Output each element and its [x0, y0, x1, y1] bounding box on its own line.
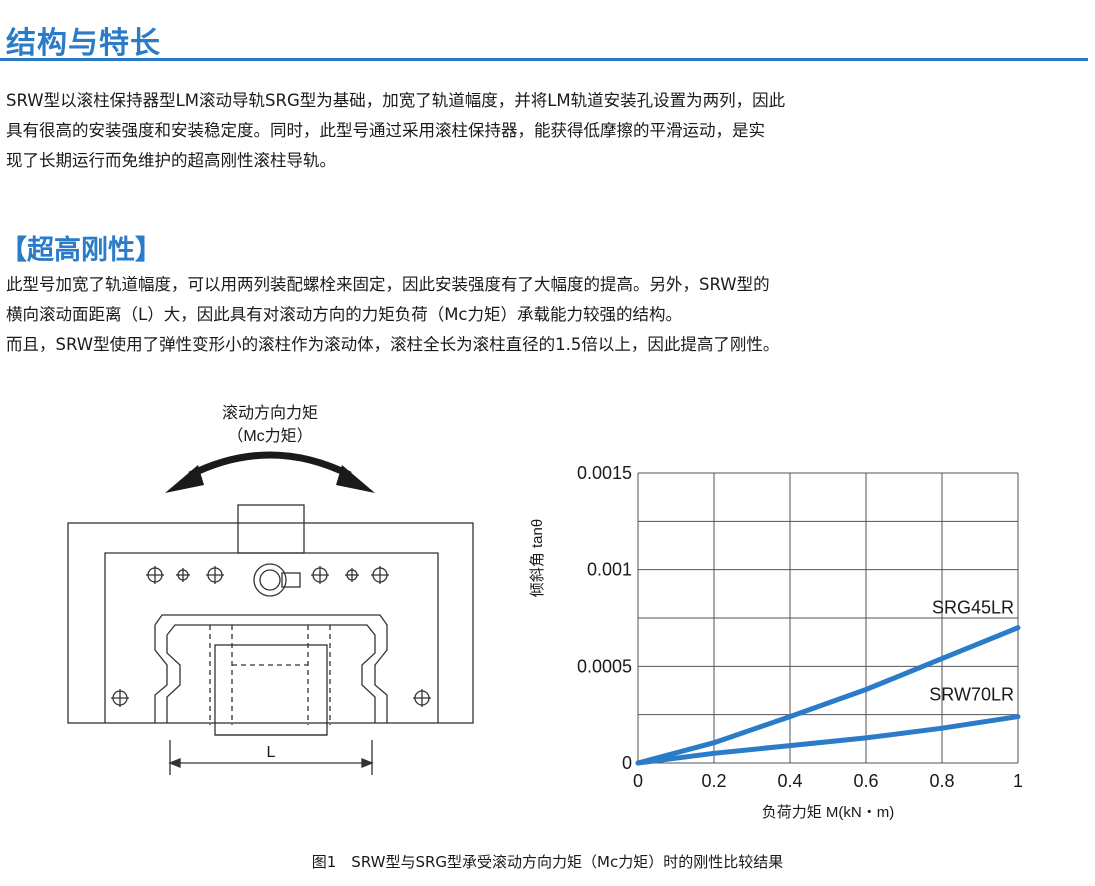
section-title: 结构与特长	[6, 26, 161, 61]
chart-grid	[637, 472, 1019, 764]
x-axis-label: 负荷力矩 M(kN・m)	[762, 804, 894, 821]
block-outline	[67, 522, 474, 724]
dimension-label: L	[267, 744, 276, 761]
y-tick-label: 0	[622, 753, 632, 773]
top-seal	[237, 504, 305, 554]
text-line: 横向滚动面距离（L）大，因此具有对滚动方向的力矩负荷（Mc力矩）承载能力较强的结…	[6, 305, 683, 324]
y-tick-label: 0.0015	[577, 463, 632, 483]
text-line: SRW型以滚柱保持器型LM滚动导轨SRG型为基础，加宽了轨道幅度，并将LM轨道安…	[6, 91, 786, 110]
bolt-icon	[345, 568, 359, 582]
x-tick-label: 0.8	[929, 771, 954, 791]
series-labels: SRG45LR SRW70LR	[929, 598, 1014, 705]
moment-arrow-icon	[165, 451, 375, 493]
text-line: 此型号加宽了轨道幅度，可以用两列装配螺栓来固定，因此安装强度有了大幅度的提高。另…	[6, 275, 770, 294]
rigidity-paragraph: 此型号加宽了轨道幅度，可以用两列装配螺栓来固定，因此安装强度有了大幅度的提高。另…	[6, 270, 1090, 360]
text-line: 具有很高的安装强度和安装稳定度。同时，此型号通过采用滚柱保持器，能获得低摩擦的平…	[6, 121, 765, 140]
series-line	[635, 625, 1021, 766]
cross-section-diagram: 滚动方向力矩 （Mc力矩）	[67, 404, 474, 775]
bolt-icon	[176, 568, 190, 582]
bolt-icon	[206, 566, 224, 584]
series-label: SRW70LR	[929, 685, 1014, 705]
chart-series	[635, 625, 1021, 766]
bolt-icon	[146, 566, 164, 584]
x-tick-label: 0.6	[853, 771, 878, 791]
y-tick-label: 0.0005	[577, 656, 632, 676]
moment-label: 滚动方向力矩	[222, 404, 318, 422]
y-tick-label: 0.001	[587, 560, 632, 580]
x-axis-ticks: 0 0.2 0.4 0.6 0.8 1	[633, 771, 1023, 791]
rail-outline	[154, 614, 388, 723]
series-line	[635, 714, 1021, 766]
x-tick-label: 0	[633, 771, 643, 791]
y-axis-label: 倾斜角 tanθ	[529, 519, 546, 597]
x-tick-label: 0.4	[777, 771, 802, 791]
bolt-icon	[371, 566, 389, 584]
text-line: 现了长期运行而免维护的超高刚性滚柱导轨。	[6, 151, 336, 170]
x-tick-label: 0.2	[701, 771, 726, 791]
intro-paragraph: SRW型以滚柱保持器型LM滚动导轨SRG型为基础，加宽了轨道幅度，并将LM轨道安…	[6, 86, 1090, 176]
stiffness-chart: 0 0.0005 0.001 0.0015 0 0.2 0.4 0.6 0.8 1 SRG45L…	[529, 463, 1023, 821]
grease-nipple-icon	[253, 563, 301, 597]
text-line: 而且，SRW型使用了弹性变形小的滚柱作为滚动体，滚柱全长为滚柱直径的1.5倍以上…	[6, 335, 780, 354]
figure-caption: 图1 SRW型与SRG型承受滚动方向力矩（Mc力矩）时的刚性比较结果	[311, 853, 784, 871]
subsection-title: 【超高刚性】	[0, 235, 162, 266]
section-divider	[0, 58, 1088, 61]
x-tick-label: 1	[1013, 771, 1023, 791]
bolt-icon	[111, 689, 129, 707]
moment-sublabel: （Mc力矩）	[227, 427, 312, 445]
y-axis-ticks: 0 0.0005 0.001 0.0015	[577, 463, 632, 773]
bolt-icon	[413, 689, 431, 707]
series-label: SRG45LR	[932, 598, 1014, 618]
bolt-icon	[311, 566, 329, 584]
